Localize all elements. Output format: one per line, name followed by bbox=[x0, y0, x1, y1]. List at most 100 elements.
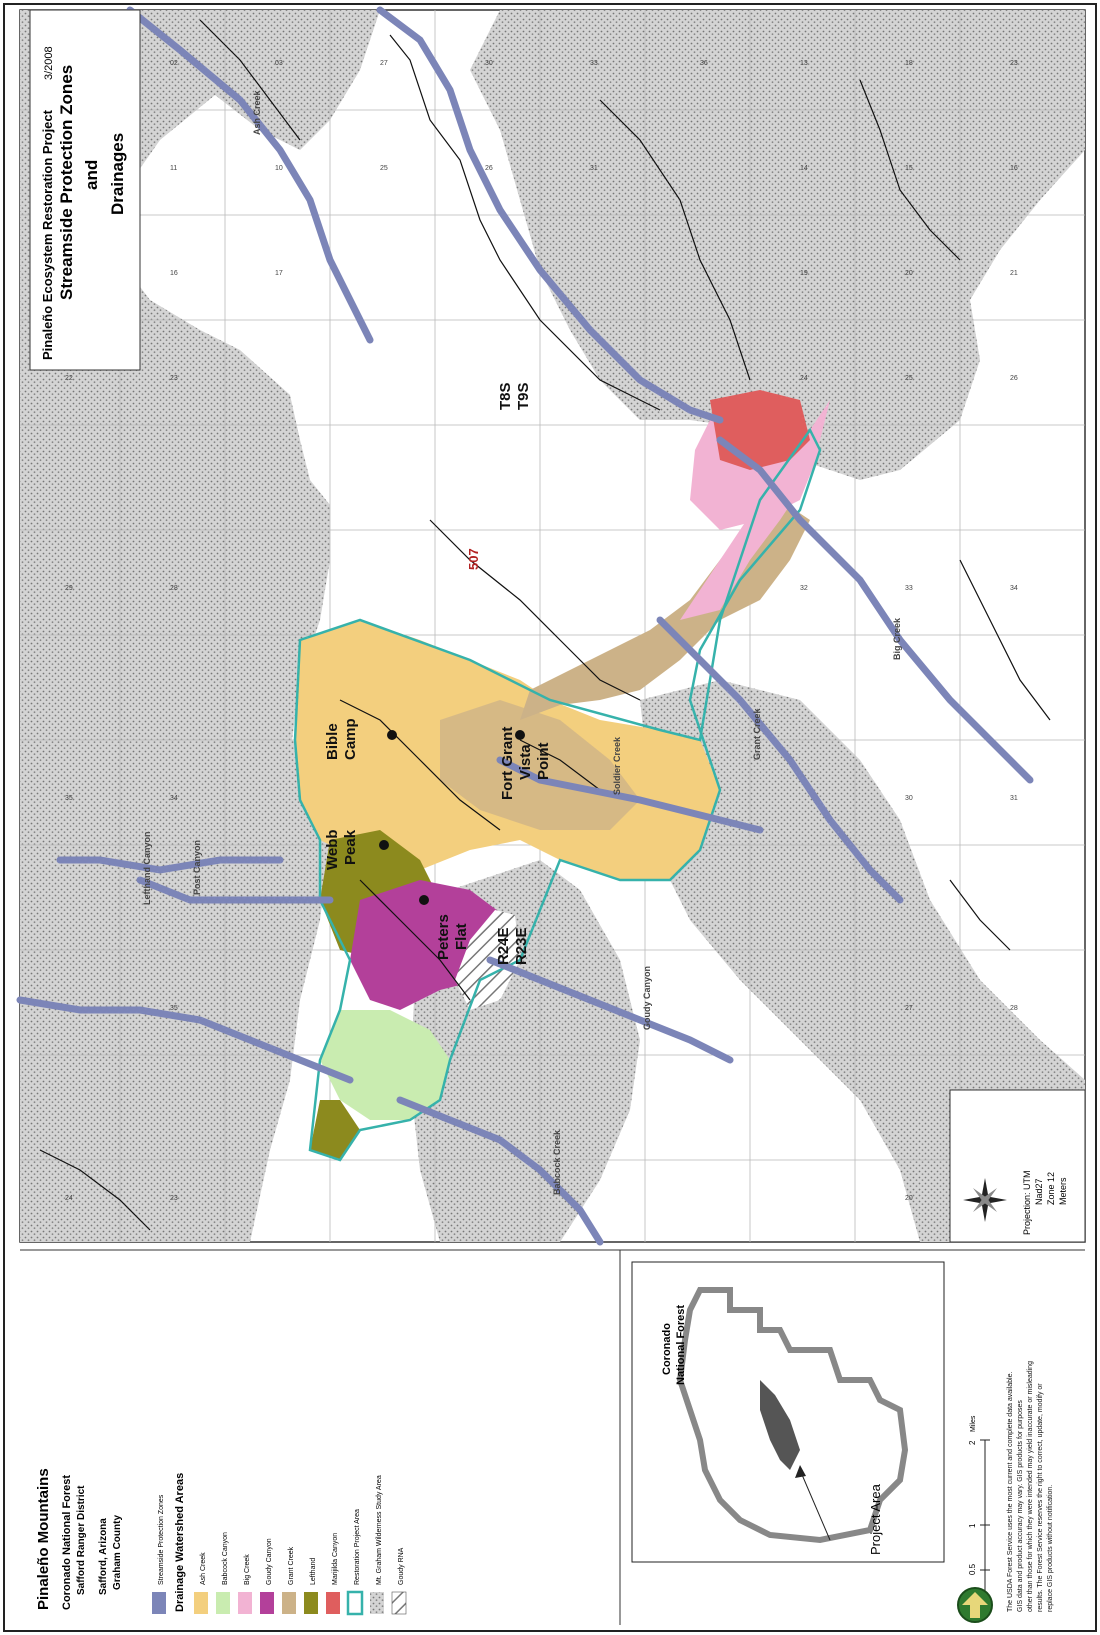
stream-goudy bbox=[486, 956, 734, 1064]
drainage-lines bbox=[39, 19, 1061, 1231]
svg-text:replace GIS products without n: replace GIS products without notificatio… bbox=[1047, 1485, 1054, 1612]
disclaimer: The USDA Forest Service uses the most cu… bbox=[1007, 1361, 1054, 1612]
svg-text:24: 24 bbox=[65, 1195, 73, 1202]
forest-name: Coronado National Forest bbox=[61, 1475, 73, 1610]
svg-text:20: 20 bbox=[905, 270, 913, 277]
svg-text:National Forest: National Forest bbox=[675, 1305, 687, 1385]
svg-text:03: 03 bbox=[275, 60, 283, 67]
legend-swatch-wilderness bbox=[370, 1592, 384, 1614]
svg-text:36: 36 bbox=[700, 60, 708, 67]
svg-text:Restoration Project Area: Restoration Project Area bbox=[354, 1509, 361, 1585]
legend-swatch-ash bbox=[194, 1592, 208, 1614]
babcock-canyon-watershed bbox=[320, 1010, 450, 1120]
svg-text:14: 14 bbox=[800, 165, 808, 172]
svg-text:Nad27: Nad27 bbox=[1034, 1178, 1044, 1205]
place-labels: Webb Peak Bible Camp Fort Grant Vista Po… bbox=[324, 382, 552, 965]
svg-text:Grant Creek: Grant Creek bbox=[288, 1546, 295, 1585]
svg-text:17: 17 bbox=[275, 270, 283, 277]
svg-text:Meters: Meters bbox=[1058, 1177, 1068, 1205]
city-name: Safford, Arizona bbox=[98, 1518, 109, 1595]
svg-text:25: 25 bbox=[380, 165, 388, 172]
restoration-project-area bbox=[293, 427, 822, 1162]
svg-text:23: 23 bbox=[170, 1195, 178, 1202]
stream-post-canyon bbox=[56, 856, 284, 874]
svg-text:Babcock Creek: Babcock Creek bbox=[552, 1129, 562, 1195]
projection-box: Projection: UTM Nad27 Zone 12 Meters bbox=[949, 1089, 1086, 1243]
place-points bbox=[379, 730, 525, 905]
svg-text:Miles: Miles bbox=[970, 1415, 977, 1432]
svg-text:27: 27 bbox=[905, 1005, 913, 1012]
legend-heading: Drainage Watershed Areas bbox=[174, 1473, 186, 1612]
svg-text:15: 15 bbox=[905, 165, 913, 172]
svg-text:24: 24 bbox=[800, 375, 808, 382]
webb-peak-point bbox=[379, 840, 389, 850]
svg-text:35: 35 bbox=[65, 795, 73, 802]
svg-text:Camp: Camp bbox=[342, 718, 359, 760]
svg-text:20: 20 bbox=[905, 1195, 913, 1202]
svg-text:27: 27 bbox=[380, 60, 388, 67]
svg-text:Peak: Peak bbox=[342, 829, 359, 865]
stream-babcock bbox=[396, 1096, 604, 1246]
svg-text:Big Creek: Big Creek bbox=[244, 1554, 251, 1585]
fort-grant-point bbox=[515, 730, 525, 740]
legend-swatch-goudy-rna bbox=[391, 1591, 407, 1615]
svg-text:34: 34 bbox=[170, 795, 178, 802]
svg-text:11: 11 bbox=[170, 165, 177, 172]
svg-text:19: 19 bbox=[800, 270, 808, 277]
svg-text:Fort Grant: Fort Grant bbox=[499, 727, 516, 800]
svg-text:results. The Forest Service re: results. The Forest Service reserves the… bbox=[1037, 1383, 1044, 1612]
svg-text:T9S: T9S bbox=[515, 382, 532, 410]
legend-swatch-babcock bbox=[216, 1592, 230, 1614]
svg-text:23: 23 bbox=[170, 375, 178, 382]
svg-text:30: 30 bbox=[905, 795, 913, 802]
stream-soldier-creek bbox=[496, 756, 764, 834]
title-block: Pinaleño Ecosystem Restoration Project S… bbox=[29, 9, 141, 371]
svg-text:Coronado: Coronado bbox=[661, 1323, 673, 1375]
svg-text:Lefthand: Lefthand bbox=[310, 1558, 317, 1585]
stream-grant-creek bbox=[656, 616, 904, 904]
map-date: 3/2008 bbox=[43, 46, 55, 80]
svg-text:R24E: R24E bbox=[495, 927, 512, 965]
svg-text:23: 23 bbox=[1010, 60, 1018, 67]
svg-text:Ash Creek: Ash Creek bbox=[200, 1552, 207, 1585]
map-title-line1: Streamside Protection Zones bbox=[57, 65, 76, 300]
legend-swatch-streamside bbox=[152, 1592, 166, 1614]
svg-text:02: 02 bbox=[170, 60, 178, 67]
legend: Streamside Protection Zones Drainage Wat… bbox=[152, 1473, 407, 1616]
road-label: 507 bbox=[466, 548, 481, 570]
stream-labels: Ash Creek Big Creek Grant Creek Post Can… bbox=[142, 89, 902, 1195]
svg-text:Mt. Graham Wilderness Study Ar: Mt. Graham Wilderness Study Area bbox=[376, 1475, 383, 1585]
svg-text:The USDA Forest Service uses t: The USDA Forest Service uses the most cu… bbox=[1007, 1371, 1014, 1612]
stream-deadman bbox=[16, 996, 354, 1084]
svg-text:Babcock Canyon: Babcock Canyon bbox=[222, 1532, 229, 1585]
svg-text:other than those for which the: other than those for which they were int… bbox=[1027, 1361, 1034, 1612]
svg-text:Vista: Vista bbox=[517, 744, 534, 780]
peters-flat-point bbox=[419, 895, 429, 905]
legend-swatch-goudy bbox=[260, 1592, 274, 1614]
svg-text:28: 28 bbox=[170, 585, 178, 592]
svg-text:1: 1 bbox=[968, 1523, 977, 1528]
svg-text:Project Area: Project Area bbox=[868, 1483, 883, 1555]
svg-text:Bible: Bible bbox=[324, 723, 341, 760]
svg-text:GIS data and product accuracy: GIS data and product accuracy may vary. … bbox=[1017, 1400, 1024, 1612]
svg-text:33: 33 bbox=[590, 60, 598, 67]
svg-text:Goudy Canyon: Goudy Canyon bbox=[642, 966, 652, 1030]
stream-big-creek bbox=[716, 436, 1034, 784]
svg-text:34: 34 bbox=[1010, 585, 1018, 592]
svg-text:Marijilda Canyon: Marijilda Canyon bbox=[332, 1533, 339, 1585]
map-title-line2: and bbox=[82, 160, 101, 190]
svg-text:R23E: R23E bbox=[513, 927, 530, 965]
svg-text:Point: Point bbox=[535, 743, 552, 781]
svg-text:2: 2 bbox=[968, 1440, 977, 1445]
svg-text:31: 31 bbox=[1010, 795, 1018, 802]
grant-creek-watershed-west bbox=[440, 700, 640, 830]
forest-boundary bbox=[676, 1287, 909, 1544]
svg-text:30: 30 bbox=[485, 60, 493, 67]
north-arrow-icon bbox=[963, 1178, 1007, 1222]
stream-marijilda bbox=[376, 6, 724, 424]
svg-text:Post Canyon: Post Canyon bbox=[192, 840, 202, 895]
project-area-arrow-icon bbox=[795, 1465, 806, 1478]
bible-camp-point bbox=[387, 730, 397, 740]
